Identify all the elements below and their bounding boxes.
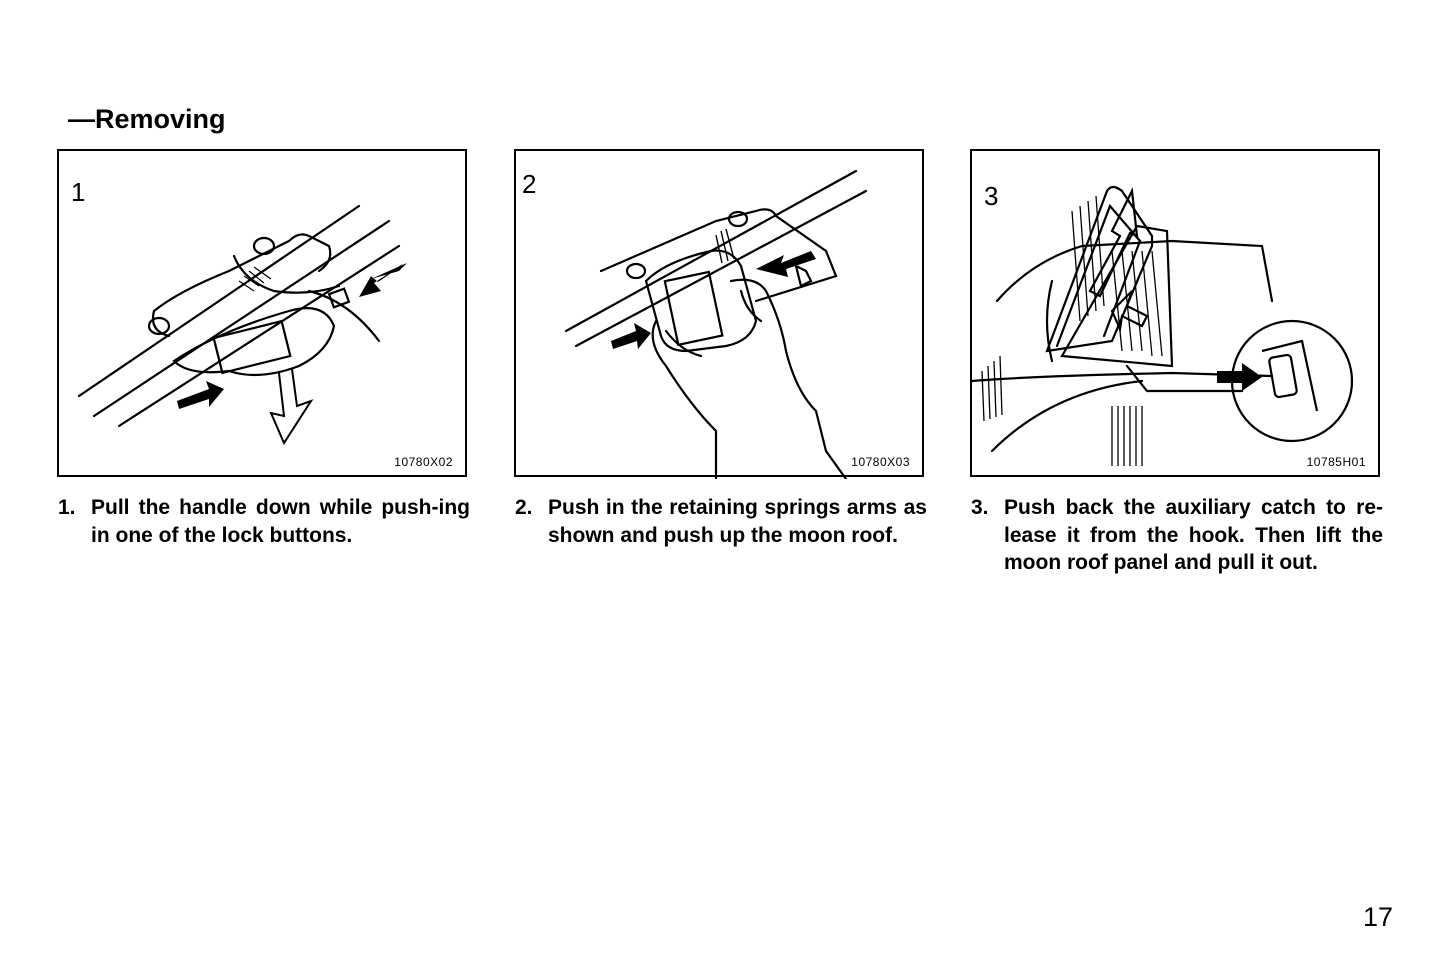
section-heading: —Removing (68, 104, 226, 134)
step-3-text: Push back the auxiliary catch to re-leas… (1004, 496, 1383, 574)
step-2-text: Push in the retaining springs arms as sh… (548, 496, 927, 547)
figure-1-panel: 1 10780X02 (57, 149, 467, 477)
step-1-number: 1. (58, 496, 76, 519)
step-1-caption: 1. Pull the handle down while push-ing i… (58, 494, 470, 549)
figure-2-illustration (564, 169, 868, 479)
figure-1-illustration (77, 204, 407, 446)
figure-1-code: 10780X02 (394, 455, 453, 469)
step-2-caption: 2. Push in the retaining springs arms as… (515, 494, 927, 549)
figure-3-panel: 3 10785H01 (970, 149, 1380, 477)
page-number: 17 (1362, 902, 1393, 932)
step-1-text: Pull the handle down while push-ing in o… (91, 496, 470, 547)
figure-3-illustration (972, 185, 1354, 466)
figure-1-number: 1 (71, 177, 86, 207)
step-3-caption: 3. Push back the auxiliary catch to re-l… (971, 494, 1383, 577)
figure-2-code: 10780X03 (851, 455, 910, 469)
figure-2-number: 2 (522, 169, 537, 199)
step-3-number: 3. (971, 496, 989, 519)
figure-2-panel: 2 10780X03 (514, 149, 924, 479)
step-2-number: 2. (515, 496, 533, 519)
figure-3-code: 10785H01 (1306, 455, 1366, 469)
figure-3-number: 3 (984, 181, 999, 211)
